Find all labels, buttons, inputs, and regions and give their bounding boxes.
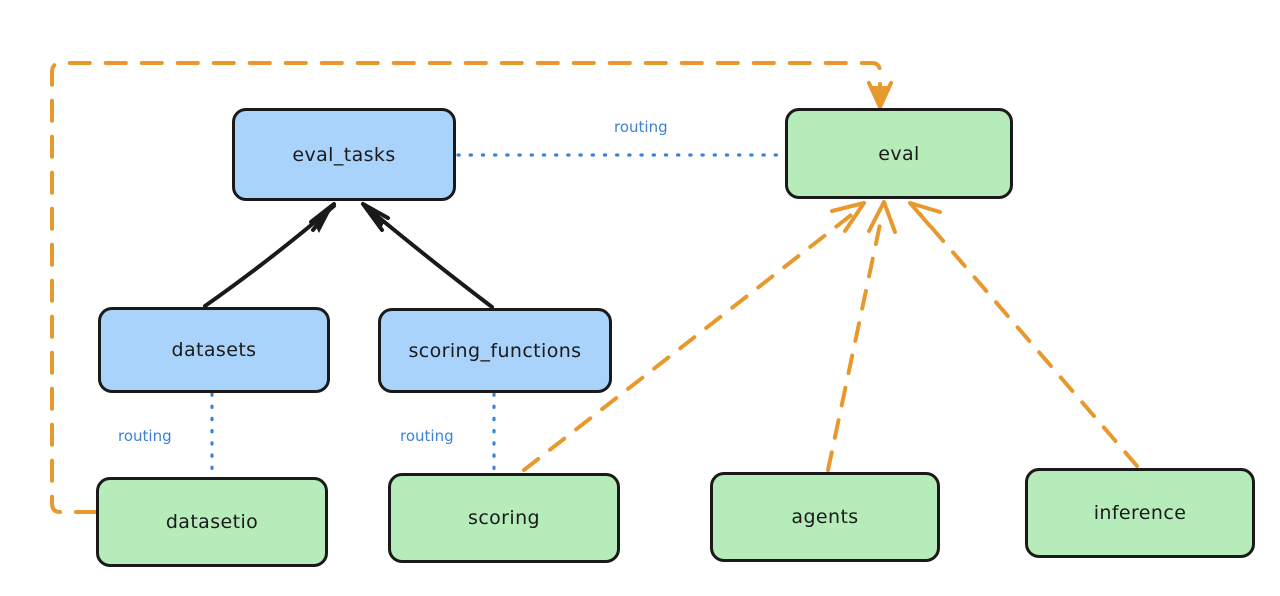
node-label-eval: eval (878, 142, 920, 165)
node-scoring[interactable]: scoring (388, 473, 620, 563)
edge-label-routing-scoring-functions: routing (400, 427, 454, 445)
node-label-scoring: scoring (468, 507, 540, 529)
node-scoring-functions[interactable]: scoring_functions (378, 308, 612, 393)
node-eval-tasks[interactable]: eval_tasks (232, 108, 456, 201)
edge-inference-to-eval (908, 201, 1139, 468)
node-datasets[interactable]: datasets (98, 307, 330, 393)
node-label-agents: agents (791, 506, 859, 528)
edge-scoring-functions-to-eval-tasks (361, 202, 494, 309)
node-label-scoring-functions: scoring_functions (408, 339, 582, 362)
edge-label-routing-datasets: routing (118, 427, 172, 445)
node-agents[interactable]: agents (710, 472, 940, 562)
edge-label-routing-eval-tasks: routing (614, 118, 668, 136)
node-inference[interactable]: inference (1025, 468, 1255, 558)
node-label-datasetio: datasetio (165, 511, 259, 533)
node-datasetio[interactable]: datasetio (96, 477, 328, 567)
edge-datasetio-to-eval (50, 61, 893, 514)
edge-datasets-to-eval-tasks (203, 202, 336, 308)
edge-agents-to-eval (826, 200, 897, 472)
edge-scoring-to-eval (522, 201, 866, 472)
node-label-datasets: datasets (171, 339, 257, 361)
node-eval[interactable]: eval (785, 108, 1013, 199)
node-label-eval-tasks: eval_tasks (292, 143, 396, 166)
node-label-inference: inference (1093, 502, 1187, 524)
